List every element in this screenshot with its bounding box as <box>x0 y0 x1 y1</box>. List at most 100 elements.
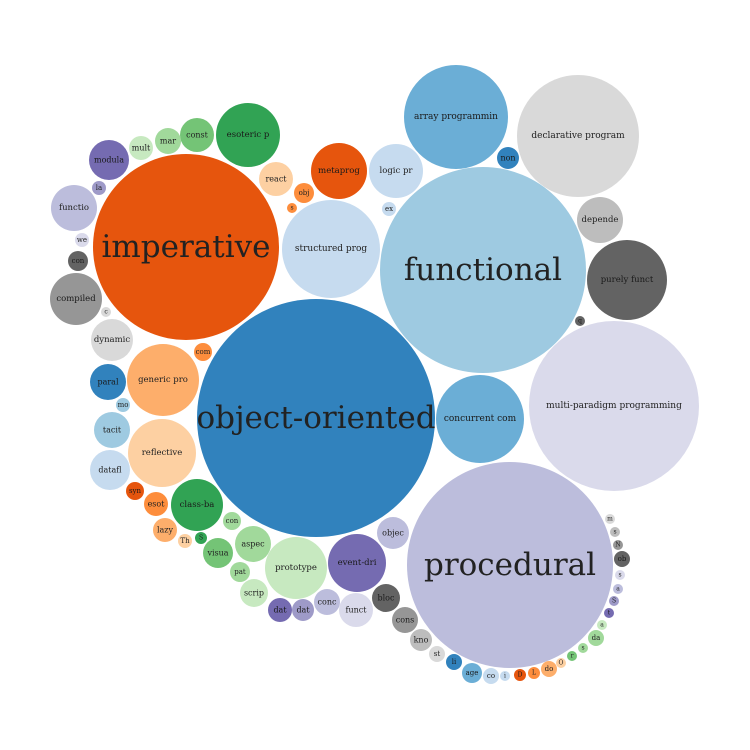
bubble-circle <box>369 144 423 198</box>
bubble-label: bloc <box>378 594 395 603</box>
bubble-label: object-oriented <box>196 400 435 436</box>
bubble-circle <box>195 532 207 544</box>
bubble-label: st <box>434 650 441 658</box>
bubble-label: la <box>96 184 102 192</box>
bubble-Th: Th <box>178 534 192 548</box>
bubble-label: dat <box>296 606 310 615</box>
bubble-N: N <box>613 540 623 550</box>
bubble-label: m <box>607 516 613 523</box>
bubble-label: datafl <box>98 466 122 475</box>
bubble-label: syn <box>129 487 142 495</box>
bubble-circle <box>90 364 126 400</box>
bubble-generic: generic pro <box>127 344 199 416</box>
bubble-label: mar <box>160 137 176 146</box>
bubble-label: aspec <box>241 540 265 549</box>
bubble-circle <box>587 240 667 320</box>
bubble-label: non <box>500 154 515 163</box>
bubble-L: L <box>528 667 540 679</box>
bubble-r: r <box>567 651 577 661</box>
bubble-syn: syn <box>126 482 144 500</box>
bubble-label: a <box>616 586 620 593</box>
bubble-circle <box>180 118 214 152</box>
bubble-label: a <box>600 622 604 629</box>
bubble-label: t <box>608 610 611 617</box>
bubble-com: com <box>194 343 212 361</box>
bubble-label: li <box>452 658 457 666</box>
bubble-label: s <box>618 572 621 579</box>
bubble-visua: visua <box>203 538 233 568</box>
bubble-circle <box>126 482 144 500</box>
bubble-circle <box>240 579 268 607</box>
bubble-label: da <box>592 634 601 642</box>
bubble-declarative: declarative program <box>517 75 639 197</box>
bubble-label: kno <box>414 636 429 645</box>
bubble-circle <box>155 128 181 154</box>
bubble-circle <box>287 203 297 213</box>
bubble-circle <box>90 450 130 490</box>
bubble-purely: purely funct <box>587 240 667 320</box>
bubble-circle <box>517 75 639 197</box>
bubble-circle <box>609 596 619 606</box>
bubble-const: const <box>180 118 214 152</box>
bubble-label: class-ba <box>180 500 215 510</box>
bubble-logic: logic pr <box>369 144 423 198</box>
bubble-circle <box>203 538 233 568</box>
bubble-age: age <box>462 663 482 683</box>
bubble-label: N <box>615 542 620 549</box>
bubble-circle <box>528 667 540 679</box>
bubble-circle <box>314 589 340 615</box>
bubble-label: funct <box>346 606 368 615</box>
bubbles-group: object-orientedproceduralfunctionalimper… <box>50 65 699 684</box>
bubble-circle <box>577 197 623 243</box>
bubble-circle <box>578 643 588 653</box>
bubble-compiled: compiled <box>50 273 102 325</box>
bubble-esot: esot <box>144 492 168 516</box>
bubble-structured: structured prog <box>282 200 380 298</box>
bubble-c: c <box>101 307 111 317</box>
bubble-label: mult <box>132 144 151 153</box>
bubble-label: co <box>487 672 495 680</box>
bubble-label: esot <box>148 500 166 509</box>
bubble-circle <box>50 273 102 325</box>
bubble-imperative: imperative <box>93 154 279 340</box>
bubble-label: do <box>545 665 554 673</box>
bubble-concurrent: concurrent com <box>436 375 524 463</box>
bubble-label: i <box>504 673 506 680</box>
bubble-label: scrip <box>244 589 264 598</box>
bubble-m: m <box>605 514 615 524</box>
bubble-label: logic pr <box>380 166 414 176</box>
bubble-circle <box>129 136 153 160</box>
bubble-label: paral <box>97 378 118 387</box>
bubble-s1: s <box>287 203 297 213</box>
bubble-label: visua <box>206 549 228 558</box>
bubble-O: O <box>556 658 566 668</box>
bubble-circle <box>372 584 400 612</box>
bubble-S2: S <box>609 596 619 606</box>
bubble-array: array programmin <box>404 65 508 169</box>
bubble-circle <box>514 669 526 681</box>
bubble-circle <box>294 183 314 203</box>
bubble-pat: pat <box>230 562 250 582</box>
bubble-modula: modula <box>89 140 129 180</box>
bubble-mult: mult <box>129 136 153 160</box>
bubble-circle <box>380 167 586 373</box>
bubble-label: concurrent com <box>444 414 517 424</box>
bubble-label: O <box>559 660 564 667</box>
bubble-circle <box>497 147 519 169</box>
bubble-label: array programmin <box>414 112 498 122</box>
bubble-con1: con <box>68 251 88 271</box>
bubble-circle <box>197 299 435 537</box>
bubble-do: do <box>541 661 557 677</box>
bubble-label: depende <box>582 215 619 225</box>
bubble-mo: mo <box>116 398 130 412</box>
bubble-label: obj <box>299 189 310 197</box>
bubble-circle <box>597 620 607 630</box>
bubble-obj: obj <box>294 183 314 203</box>
bubble-circle <box>588 630 604 646</box>
bubble-circle <box>436 375 524 463</box>
bubble-circle <box>51 185 97 231</box>
bubble-label: modula <box>94 156 124 165</box>
bubble-bloc: bloc <box>372 584 400 612</box>
bubble-scrip: scrip <box>240 579 268 607</box>
